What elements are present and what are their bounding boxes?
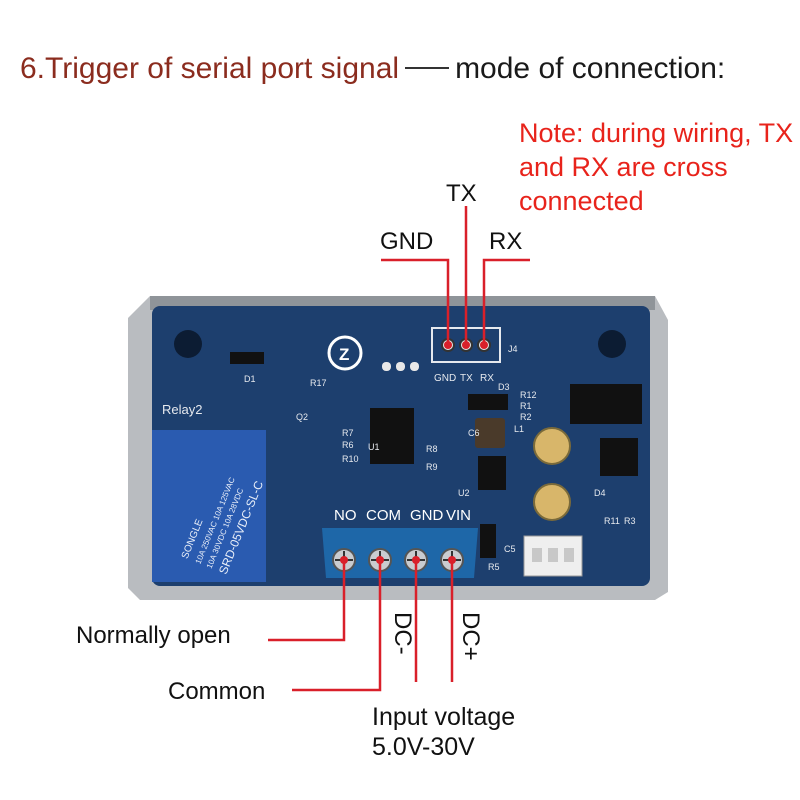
- silk-label: U1: [368, 442, 380, 452]
- conn-label-gnd: GND: [434, 373, 456, 384]
- silk-label: R17: [310, 378, 327, 388]
- silk-label: D4: [594, 488, 606, 498]
- no-wire: [268, 560, 346, 642]
- pin-label-rx: RX: [489, 228, 523, 255]
- silk-label: R7: [342, 428, 354, 438]
- label-common: Common: [168, 678, 266, 705]
- relay: [152, 430, 266, 582]
- title-part2: mode of connection:: [455, 52, 726, 85]
- conn-label-j4: J4: [508, 344, 518, 354]
- silk-label: R11: [604, 516, 620, 526]
- terminal-label-vin: VIN: [446, 507, 471, 524]
- silk-label: C5: [504, 544, 516, 554]
- silk-label: D1: [244, 374, 256, 384]
- brand-logo: [327, 335, 363, 371]
- conn-label-rx: RX: [480, 373, 494, 384]
- chip-u1: [370, 408, 414, 464]
- silk-label: R5: [488, 562, 500, 572]
- silk-label: C6: [468, 428, 480, 438]
- relay-label: Relay2: [162, 402, 202, 417]
- terminal-label-gnd: GND: [410, 507, 444, 524]
- diode-d1: [230, 352, 264, 364]
- silk-label: R6: [342, 440, 354, 450]
- gnd-wire: [381, 258, 450, 345]
- inductor-l1: [475, 418, 505, 448]
- terminal-wires: [268, 560, 454, 692]
- silk-label: Q2: [296, 412, 308, 422]
- mount-hole: [174, 330, 202, 358]
- silk-label: U2: [458, 488, 470, 498]
- terminal-label-com: COM: [366, 507, 401, 524]
- white-connector-pin: [548, 548, 558, 562]
- silk-label: R1: [520, 401, 532, 411]
- pin-dot: [444, 341, 452, 349]
- pad: [410, 362, 419, 371]
- silk-label: R12: [520, 390, 537, 400]
- diode-d3: [468, 394, 508, 410]
- input-voltage: Input voltage 5.0V-30V: [372, 702, 515, 762]
- silk-label: R3: [624, 516, 636, 526]
- regulator: [604, 384, 642, 424]
- label-dc-minus: DC-: [389, 612, 416, 655]
- label-dc-plus: DC+: [457, 612, 484, 661]
- serial-wires: [381, 206, 530, 345]
- mount-hole: [598, 330, 626, 358]
- silk-label: R9: [426, 462, 438, 472]
- pin-dot: [462, 341, 470, 349]
- pin-dot: [480, 341, 488, 349]
- com-wire: [292, 560, 382, 692]
- conn-label-tx: TX: [460, 373, 473, 384]
- regulator: [570, 384, 610, 424]
- capacitor: [533, 483, 571, 521]
- page-title: 6.Trigger of serial port signal mode of c…: [20, 52, 725, 86]
- pad: [382, 362, 391, 371]
- terminal-label-no: NO: [334, 507, 357, 524]
- silk-label: R10: [342, 454, 359, 464]
- silk-label: D3: [498, 382, 510, 392]
- rx-wire: [482, 258, 530, 345]
- silk-label: L1: [514, 424, 524, 434]
- title-dash: [405, 67, 450, 70]
- label-normally-open: Normally open: [76, 622, 231, 649]
- capacitor: [533, 427, 571, 465]
- input-voltage-label: Input voltage: [372, 703, 516, 731]
- input-voltage-range: 5.0V-30V: [372, 733, 475, 761]
- regulator: [600, 438, 638, 476]
- silk-label: R2: [520, 412, 532, 422]
- terminal-block: [322, 528, 478, 578]
- pin-label-gnd: GND: [380, 228, 434, 255]
- silk-label: R8: [426, 444, 438, 454]
- wiring-note: Note: during wiring, TX and RX are cross…: [519, 118, 794, 216]
- pad: [396, 362, 405, 371]
- brand-logo-letter: Z: [339, 345, 349, 364]
- capacitor-c5: [480, 524, 496, 558]
- pin-label-tx: TX: [446, 180, 477, 207]
- chip-u2: [478, 456, 506, 490]
- white-connector-pin: [532, 548, 542, 562]
- white-connector-pin: [564, 548, 574, 562]
- title-part1: 6.Trigger of serial port signal: [20, 52, 400, 85]
